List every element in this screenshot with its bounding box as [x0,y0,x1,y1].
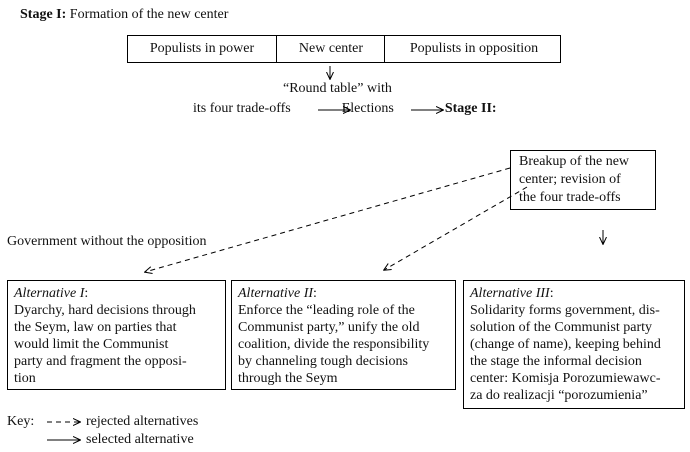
alt-line: the Seym, law on parties that [14,320,177,335]
breakup-box: Breakup of the new center; revision of t… [510,150,656,210]
key-rejected-text: rejected alternatives [86,414,199,429]
alt-line: tion [14,371,36,386]
alt-line: solution of the Communist party [470,320,652,335]
alt-line: (change of name), keeping behind [470,337,661,352]
stage1-title: Formation of the new center [69,7,229,22]
alt-line: through the Seym [238,371,338,386]
alt-line: by channeling tough decisions [238,354,408,369]
alt-line: Dyarchy, hard decisions through [14,303,196,318]
alt-line: za do realizacji “porozumienia” [470,388,648,403]
trade-offs-text: its four trade-offs [193,101,291,116]
stage1-heading: Stage I: Formation of the new center [20,7,228,23]
rejected-arrow-to-alternative-1 [145,167,511,272]
rejected-arrow-to-alternative-2 [384,186,528,270]
box-populists-in-power: Populists in power [149,41,255,56]
round-table-line1: “Round table” with [283,81,392,96]
breakup-line: center; revision of [519,172,621,187]
alternative-1-box: Alternative I: Dyarchy, hard decisions t… [7,280,226,390]
govt-without-opposition-label: Government without the opposition [7,234,207,249]
stage1-label: Stage I: [20,7,67,22]
elections-text: Elections [341,101,394,116]
round-table-line2: its four trade-offs Elections Stage II: [193,101,497,117]
key-selected-text: selected alternative [86,432,194,447]
alt-line: coalition, divide the responsibility [238,337,430,352]
alternative-3-box: Alternative III: Solidarity forms govern… [463,280,685,409]
key-label: Key: [7,414,35,429]
alt-line: Communist party,” unify the old [238,320,420,335]
breakup-line: Breakup of the new [519,154,630,169]
alternative-2-box: Alternative II: Enforce the “leading rol… [231,280,456,390]
box-new-center: New center [276,36,385,62]
alternative-2-title: Alternative II [238,286,314,301]
alt-line: Enforce the “leading role of the [238,303,415,318]
box-populists-in-opposition: Populists in opposition [384,36,563,62]
stage2-label: Stage II: [444,101,497,116]
alt-line: would limit the Communist [14,337,169,352]
stage1-box-row: Populists in power New center Populists … [127,35,561,63]
alternative-1-title: Alternative I [14,286,85,301]
alt-line: the stage the informal decision [470,354,642,369]
alt-line: center: Komisja Porozumiewawc- [470,371,661,386]
alt-line: Solidarity forms government, dis- [470,303,660,318]
alternative-3-title: Alternative III [470,286,550,301]
alt-line: party and fragment the opposi- [14,354,187,369]
breakup-line: the four trade-offs [519,190,621,205]
